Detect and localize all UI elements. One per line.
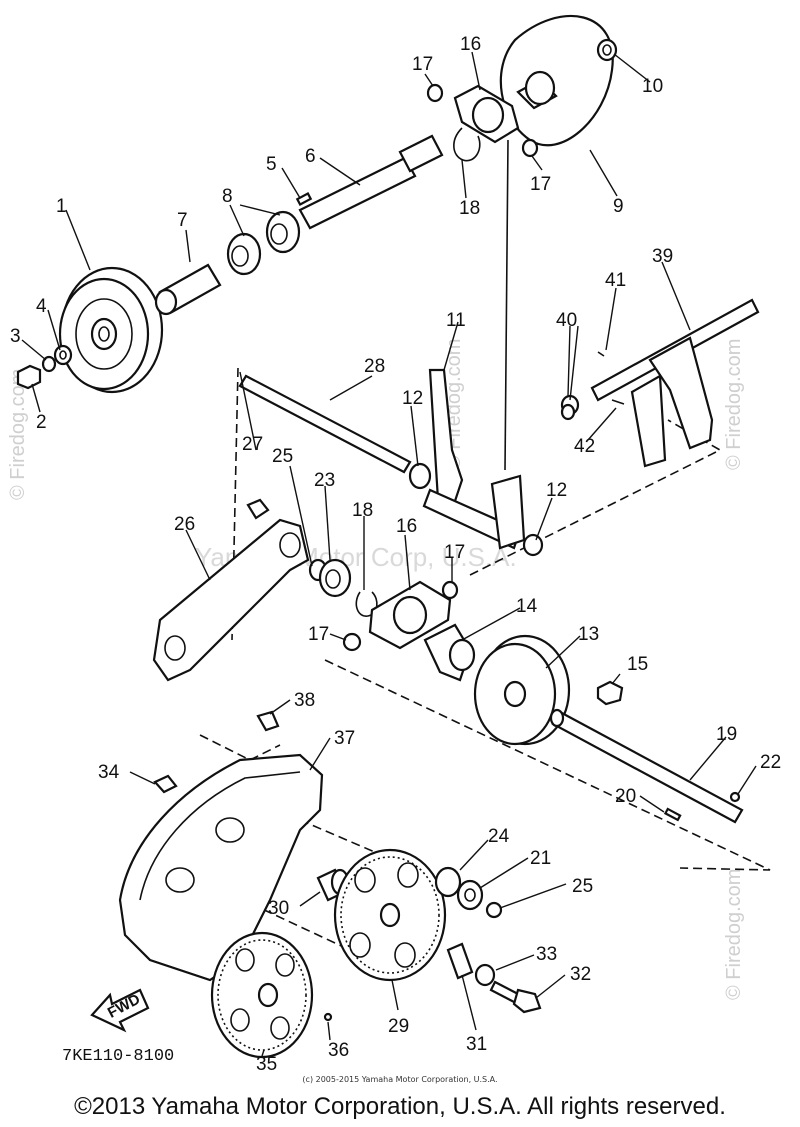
part-code: 7KE110-8100 [62,1047,174,1066]
callout-1: 1 [56,196,67,217]
part-1-sheave [58,266,164,394]
part-26-bracket [152,498,310,682]
callout-25b: 25 [572,876,593,897]
footer-copyright: ©2013 Yamaha Motor Corporation, U.S.A. A… [74,1093,726,1120]
callout-17a: 17 [412,54,433,75]
small-copyright: (c) 2005-2015 Yamaha Motor Corporation, … [302,1075,498,1084]
callout-21: 21 [530,848,551,869]
part-23-25-bearing [308,558,378,617]
callout-34: 34 [98,762,120,783]
callout-17c: 17 [444,542,465,563]
callout-16b: 16 [396,516,417,537]
callout-2: 2 [36,412,47,433]
callout-31: 31 [466,1034,487,1055]
part-29-sprocket [333,848,447,982]
callout-17b: 17 [530,174,551,195]
watermark-right-bottom: © Firedog.com [723,869,745,1000]
callout-12a: 12 [402,388,423,409]
part-16-housing-lower [342,580,459,652]
watermark-left: © Firedog.com [7,369,29,500]
part-16-housing-upper [426,83,539,162]
callout-41: 41 [605,270,626,291]
callout-18b: 18 [352,500,373,521]
callout-37: 37 [334,728,355,749]
callout-16a: 16 [460,34,481,55]
part-13-drum [473,634,624,746]
part-14-collar [423,623,476,682]
callout-7: 7 [177,210,188,231]
callout-18a: 18 [459,198,480,219]
part-7-spacer [154,263,222,316]
callout-26: 26 [174,514,195,535]
callout-4: 4 [36,296,47,317]
callout-19: 19 [716,724,737,745]
callout-12b: 12 [546,480,567,501]
callout-6: 6 [305,146,316,167]
watermark-right: © Firedog.com [723,339,745,470]
callout-14: 14 [516,596,538,617]
part-8-bearings [226,210,301,276]
callout-39: 39 [652,246,673,267]
callout-38: 38 [294,690,315,711]
callout-40: 40 [556,310,577,331]
callout-22: 22 [760,752,781,773]
part-21-24-25-gear [434,866,503,919]
callout-28: 28 [364,356,385,377]
callout-20: 20 [615,786,636,807]
part-11-arm [408,368,544,557]
callout-35: 35 [256,1054,277,1075]
leader-lines [21,51,757,1057]
callout-42: 42 [574,436,595,457]
part-28-rod [238,374,412,474]
part-35-sprocket [210,931,333,1059]
part-6-shaft [295,134,444,230]
callout-13: 13 [578,624,599,645]
callout-9: 9 [613,196,624,217]
callout-27: 27 [242,434,263,455]
callout-23: 23 [314,470,335,491]
callout-8: 8 [222,186,233,207]
part-39-shift-shaft [560,298,760,468]
callout-15: 15 [627,654,648,675]
part-37-chaincase [118,710,324,982]
callouts: 1 2 3 4 5 6 7 8 9 10 11 12 12 13 14 15 1… [10,34,781,1075]
part-31-32-33-bolt [446,942,542,1014]
callout-5: 5 [266,154,277,175]
part-2-3-4-bolt-washer [16,344,73,390]
part-19-shaft [549,708,744,824]
callout-25a: 25 [272,446,293,467]
callout-36: 36 [328,1040,349,1061]
callout-10: 10 [642,76,663,97]
part-9-sheave [499,15,618,147]
callout-29: 29 [388,1016,409,1037]
callout-17d: 17 [308,624,329,645]
callout-11: 11 [446,310,466,331]
fwd-arrow: FWD [90,988,150,1033]
callout-32: 32 [570,964,591,985]
callout-33: 33 [536,944,557,965]
callout-30: 30 [268,898,289,919]
callout-3: 3 [10,326,21,347]
callout-24: 24 [488,826,510,847]
